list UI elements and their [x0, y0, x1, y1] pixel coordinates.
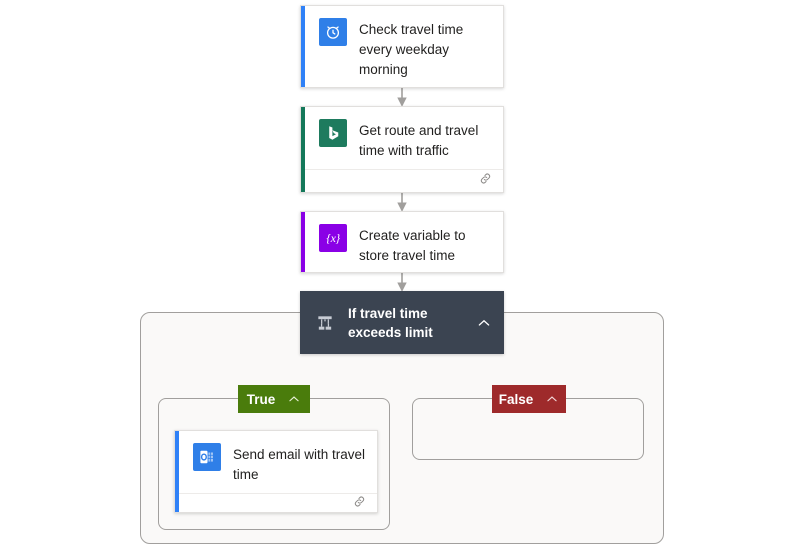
step-footer: [179, 493, 377, 514]
step-accent-bar: [301, 6, 305, 87]
branch-pill-true[interactable]: True: [238, 385, 310, 413]
step-footer: [305, 169, 503, 192]
condition-header[interactable]: If travel time exceeds limit: [300, 291, 504, 354]
step-title: Create variable to store travel time: [359, 228, 466, 263]
step-body: Check travel time every weekday morning: [301, 6, 503, 92]
step-title: Get route and travel time with traffic: [359, 123, 479, 158]
step-body: Send email with travel time: [175, 431, 377, 493]
variable-braces-icon: {x}: [319, 224, 347, 252]
branch-label-false: False: [498, 391, 534, 407]
link-icon[interactable]: [478, 171, 493, 191]
chevron-up-icon[interactable]: [545, 392, 559, 406]
step-accent-bar: [301, 212, 305, 272]
flow-step-bing-maps[interactable]: Get route and travel time with traffic: [300, 106, 504, 193]
link-icon[interactable]: [352, 494, 367, 514]
branch-label-true: True: [246, 391, 276, 407]
step-body: Get route and travel time with traffic: [301, 107, 503, 169]
flow-step-trigger[interactable]: Check travel time every weekday morning: [300, 5, 504, 88]
branch-pill-false[interactable]: False: [492, 385, 566, 413]
step-accent-bar: [301, 107, 305, 192]
flow-step-send-email[interactable]: Send email with travel time: [174, 430, 378, 513]
condition-branch-icon: [314, 313, 336, 333]
chevron-up-icon[interactable]: [287, 392, 301, 406]
chevron-up-icon[interactable]: [474, 313, 494, 333]
step-title: Check travel time every weekday morning: [359, 22, 464, 77]
outlook-icon: [193, 443, 221, 471]
bing-maps-icon: [319, 119, 347, 147]
alarm-clock-icon: [319, 18, 347, 46]
step-title: Send email with travel time: [233, 447, 366, 482]
flow-step-init-variable[interactable]: {x} Create variable to store travel time: [300, 211, 504, 273]
step-body: {x} Create variable to store travel time: [301, 212, 503, 278]
step-accent-bar: [175, 431, 179, 512]
condition-title: If travel time exceeds limit: [348, 305, 433, 340]
